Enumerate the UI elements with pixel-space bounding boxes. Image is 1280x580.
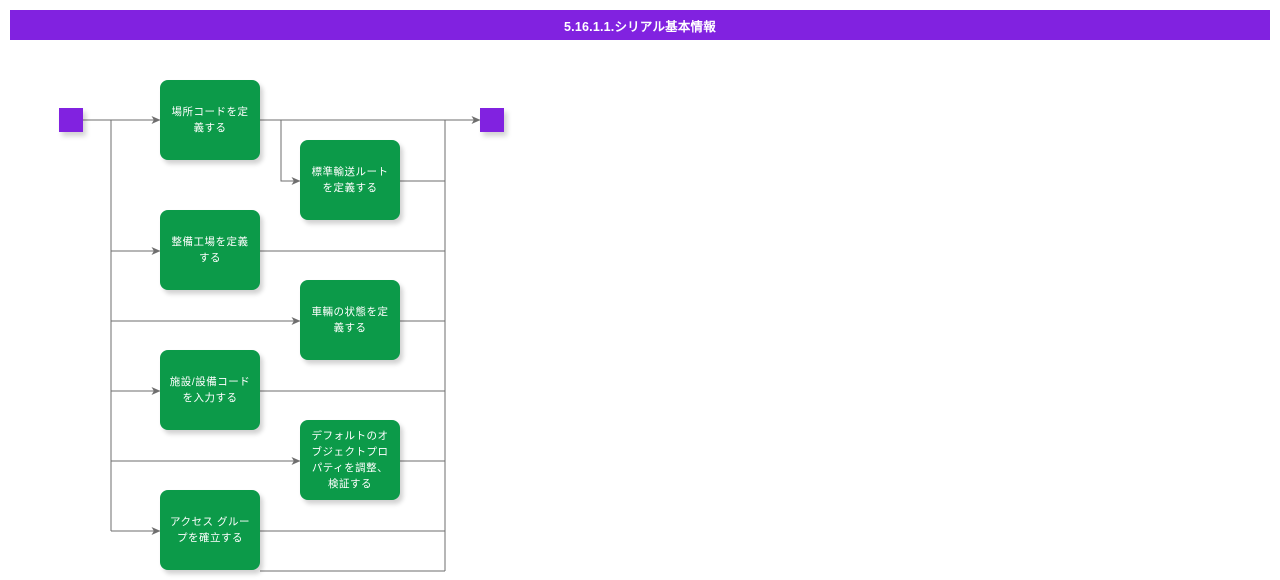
node-label: デフォルトのオブジェクトプロパティを調整、検証する <box>311 430 389 490</box>
node-label: 施設/設備コードを入力する <box>169 376 251 404</box>
process-node-define-vehicle-status[interactable]: 車輛の状態を定義する <box>300 280 400 360</box>
node-label: 車輛の状態を定義する <box>311 306 389 334</box>
process-node-define-standard-transport-route[interactable]: 標準輸送ルートを定義する <box>300 140 400 220</box>
process-node-adjust-verify-default-object-properties[interactable]: デフォルトのオブジェクトプロパティを調整、検証する <box>300 420 400 500</box>
process-node-define-maintenance-shop[interactable]: 整備工場を定義する <box>160 210 260 290</box>
node-label: 場所コードを定義する <box>171 106 249 134</box>
node-label: 標準輸送ルートを定義する <box>311 166 389 194</box>
page-title: 5.16.1.1.シリアル基本情報 <box>564 19 716 34</box>
connector-lines <box>83 116 481 572</box>
end-terminal[interactable] <box>480 108 504 132</box>
node-label: アクセス グループを確立する <box>170 516 250 544</box>
page-title-bar: 5.16.1.1.シリアル基本情報 <box>10 10 1270 40</box>
process-node-establish-access-group[interactable]: アクセス グループを確立する <box>160 490 260 570</box>
flowchart-canvas: 場所コードを定義する 標準輸送ルートを定義する 整備工場を定義する 車輛の状態を… <box>0 40 1280 580</box>
process-node-enter-facility-equipment-code[interactable]: 施設/設備コードを入力する <box>160 350 260 430</box>
node-label: 整備工場を定義する <box>171 236 249 264</box>
start-terminal[interactable] <box>59 108 83 132</box>
process-node-define-location-code[interactable]: 場所コードを定義する <box>160 80 260 160</box>
edge-n1-to-n2 <box>280 120 301 185</box>
